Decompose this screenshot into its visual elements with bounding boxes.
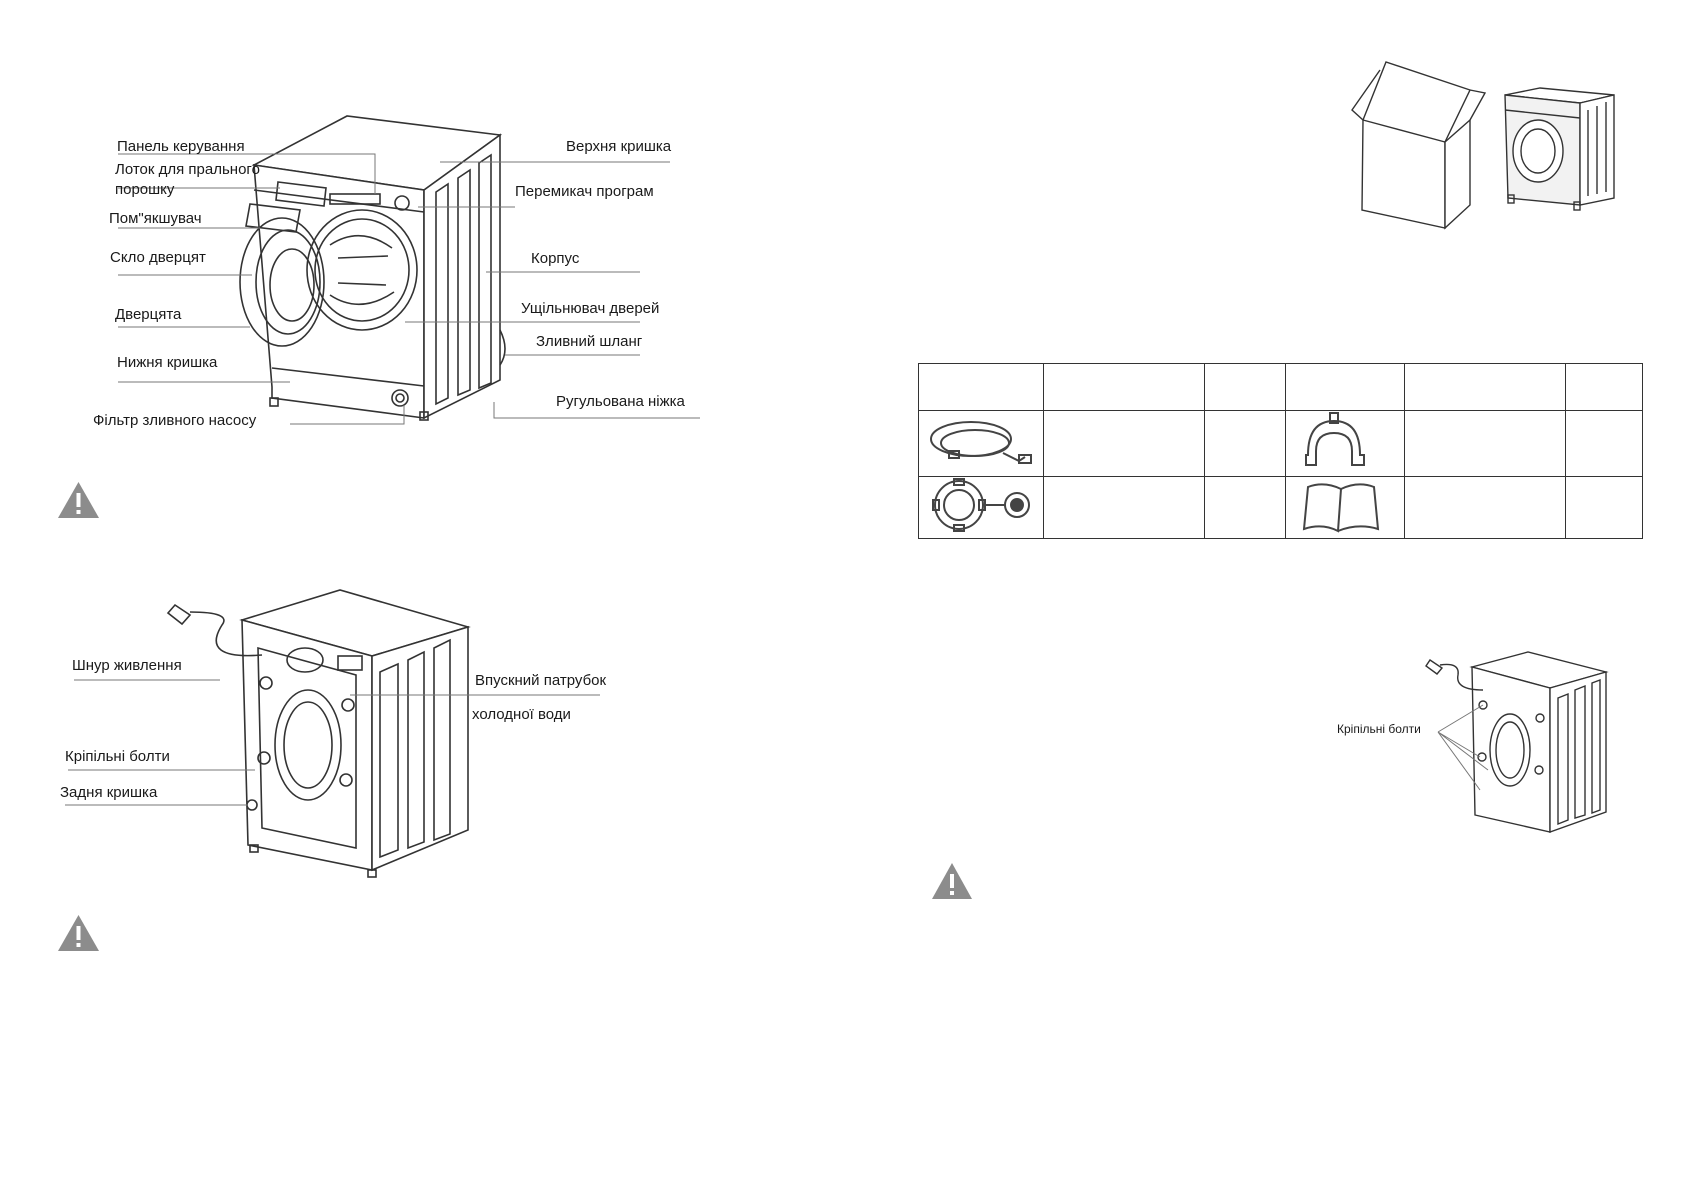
hose-bracket-icon (1305, 412, 1366, 466)
label-water-inlet: Впускний патрубок (475, 672, 607, 689)
label-rear-cover: Задня кришка (60, 784, 158, 801)
warning-triangle-icon (58, 915, 99, 951)
label-bolts-right: Кріпільні болти (1337, 722, 1421, 736)
label-pump-filter: Фільтр зливного насосу (93, 412, 257, 429)
label-control-panel: Панель керування (117, 138, 245, 155)
front-view-illustration (118, 115, 700, 425)
label-bolts: Кріпільні болти (65, 748, 170, 765)
label-door-glass: Скло дверцят (110, 249, 206, 266)
label-body: Корпус (531, 250, 580, 267)
label-top-cover: Верхня кришка (566, 138, 672, 155)
label-power-cord: Шнур живлення (72, 657, 182, 674)
accessories-table (918, 363, 1643, 539)
manual-book-icon (1303, 483, 1380, 533)
label-detergent-tray-2: порошку (115, 181, 175, 198)
label-door-seal: Ущільнювач дверей (521, 300, 660, 317)
warning-triangle-icon (58, 482, 99, 518)
label-adjustable-foot: Ругульована ніжка (556, 393, 685, 410)
water-hose-icon (930, 421, 1032, 464)
warning-triangle-icon (932, 863, 972, 899)
transport-plug-icon (932, 478, 1030, 532)
label-program-selector: Перемикач програм (515, 183, 654, 200)
label-drain-hose: Зливний шланг (536, 333, 643, 350)
label-lower-cover: Нижня кришка (117, 354, 218, 371)
label-softener: Пом"якшувач (109, 210, 202, 227)
label-detergent-tray: Лоток для прального (115, 161, 260, 178)
label-door: Дверцята (115, 306, 182, 323)
label-water-inlet-2: холодної води (472, 706, 571, 723)
back-view-illustration (65, 589, 600, 878)
